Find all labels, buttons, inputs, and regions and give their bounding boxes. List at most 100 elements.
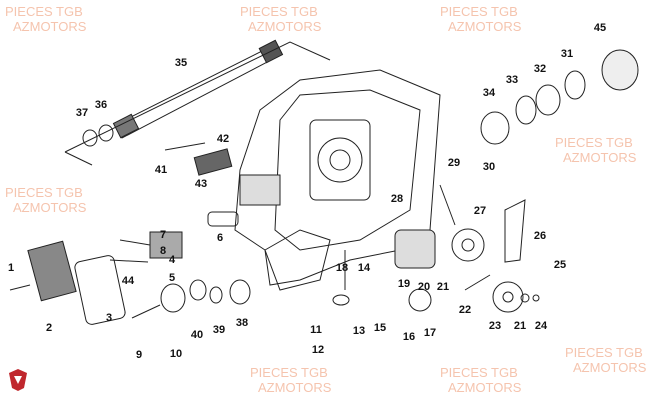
pump-14 bbox=[394, 229, 436, 269]
callout-11: 11 bbox=[310, 324, 322, 336]
callout-6: 6 bbox=[216, 232, 224, 244]
bearing-32 bbox=[535, 84, 561, 116]
bolt-1 bbox=[9, 284, 31, 291]
watermark-line2: AZMOTORS bbox=[248, 19, 322, 34]
callout-12: 12 bbox=[311, 344, 325, 356]
callout-2: 2 bbox=[45, 322, 53, 334]
watermark-line1: PIECES TGB bbox=[565, 345, 643, 360]
bolt-8 bbox=[109, 259, 149, 263]
nut-12 bbox=[332, 294, 350, 306]
callout-35: 35 bbox=[174, 57, 188, 69]
callout-23: 23 bbox=[488, 320, 502, 332]
callout-31: 31 bbox=[560, 48, 574, 60]
watermark-line2: AZMOTORS bbox=[258, 380, 332, 395]
callout-15: 15 bbox=[373, 322, 387, 334]
callout-27: 27 bbox=[473, 205, 487, 217]
callout-28: 28 bbox=[390, 193, 404, 205]
block-4 bbox=[149, 231, 183, 259]
watermark-line1: PIECES TGB bbox=[5, 185, 83, 200]
bearing-34 bbox=[480, 111, 510, 145]
ring-36 bbox=[98, 124, 114, 142]
ring-39 bbox=[209, 286, 223, 304]
callout-36: 36 bbox=[94, 99, 108, 111]
watermark-line2: AZMOTORS bbox=[13, 19, 87, 34]
cover-2 bbox=[27, 240, 77, 302]
callout-21: 21 bbox=[436, 281, 450, 293]
callout-7: 7 bbox=[159, 229, 167, 241]
callout-34: 34 bbox=[482, 87, 496, 99]
watermark-line2: AZMOTORS bbox=[448, 380, 522, 395]
callout-9: 9 bbox=[135, 349, 143, 361]
gear-27 bbox=[451, 228, 485, 262]
crankcase-part bbox=[234, 69, 441, 291]
callout-32: 32 bbox=[533, 63, 547, 75]
watermark-line1: PIECES TGB bbox=[5, 4, 83, 19]
callout-18: 18 bbox=[335, 262, 349, 274]
filter-43 bbox=[193, 148, 233, 176]
callout-4: 4 bbox=[168, 254, 176, 266]
callout-43: 43 bbox=[194, 178, 208, 190]
callout-40: 40 bbox=[190, 329, 204, 341]
callout-19: 19 bbox=[397, 278, 411, 290]
callout-21: 21 bbox=[513, 320, 527, 332]
circlip-33 bbox=[515, 95, 537, 125]
callout-41: 41 bbox=[154, 164, 168, 176]
pin-22 bbox=[464, 274, 491, 291]
callout-10: 10 bbox=[169, 348, 183, 360]
watermark-line1: PIECES TGB bbox=[555, 135, 633, 150]
clip-37 bbox=[82, 129, 98, 147]
gear-16 bbox=[408, 288, 432, 312]
callout-26: 26 bbox=[533, 230, 547, 242]
callout-42: 42 bbox=[216, 133, 230, 145]
watermark-line1: PIECES TGB bbox=[240, 4, 318, 19]
callout-16: 16 bbox=[402, 331, 416, 343]
cup-45 bbox=[601, 49, 639, 91]
gear-23 bbox=[492, 281, 524, 313]
seal-10 bbox=[160, 283, 186, 313]
gasket-3 bbox=[74, 255, 126, 325]
watermark-line2: AZMOTORS bbox=[573, 360, 646, 375]
bolt-9 bbox=[131, 304, 161, 319]
bearing-40 bbox=[189, 279, 207, 301]
tgb-logo-icon bbox=[8, 368, 28, 397]
plate-26 bbox=[504, 199, 526, 263]
callout-45: 45 bbox=[593, 22, 607, 34]
bushing-38 bbox=[229, 279, 251, 305]
callout-1: 1 bbox=[7, 262, 15, 274]
callout-17: 17 bbox=[423, 327, 437, 339]
watermark-line2: AZMOTORS bbox=[13, 200, 87, 215]
callout-30: 30 bbox=[482, 161, 496, 173]
callout-5: 5 bbox=[168, 272, 176, 284]
bolt-7 bbox=[119, 239, 151, 246]
callout-37: 37 bbox=[75, 107, 89, 119]
shaft-part bbox=[64, 39, 331, 166]
pin-42 bbox=[164, 142, 206, 151]
callout-3: 3 bbox=[105, 312, 113, 324]
callout-25: 25 bbox=[553, 259, 567, 271]
watermark-line1: PIECES TGB bbox=[440, 365, 518, 380]
washer-21 bbox=[520, 293, 530, 303]
watermark-line2: AZMOTORS bbox=[563, 150, 637, 165]
rod-29 bbox=[439, 184, 456, 226]
callout-29: 29 bbox=[447, 157, 461, 169]
watermark-line1: PIECES TGB bbox=[250, 365, 328, 380]
callout-39: 39 bbox=[212, 324, 226, 336]
callout-14: 14 bbox=[357, 262, 371, 274]
callout-20: 20 bbox=[417, 281, 431, 293]
watermark-line1: PIECES TGB bbox=[440, 4, 518, 19]
clip-24 bbox=[532, 294, 540, 302]
callout-8: 8 bbox=[159, 245, 167, 257]
callout-13: 13 bbox=[352, 325, 366, 337]
circlip-31 bbox=[564, 70, 586, 100]
callout-44: 44 bbox=[121, 275, 135, 287]
